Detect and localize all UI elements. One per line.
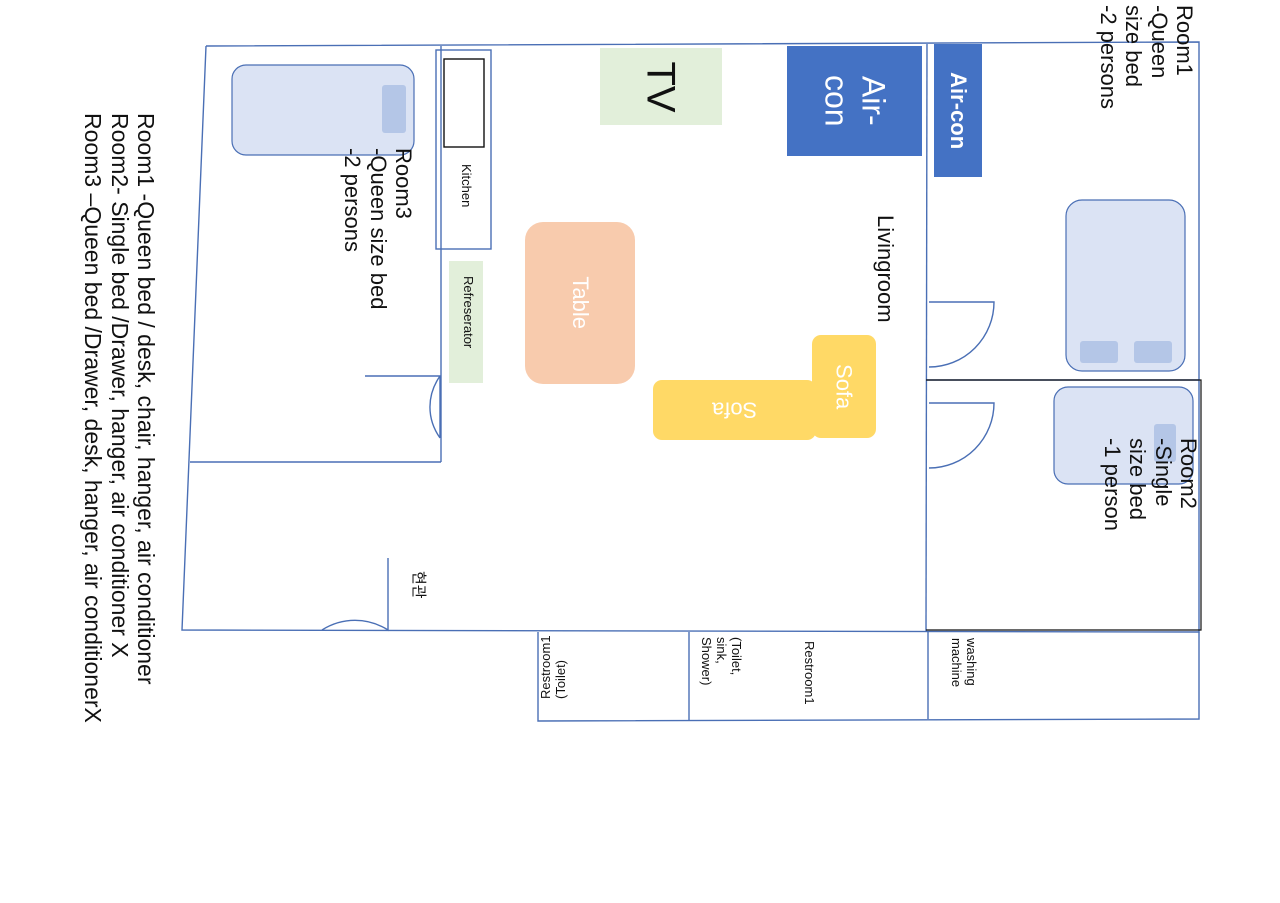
restroom-toilet-title: Restroom1 xyxy=(538,635,553,699)
pillow-room2 xyxy=(1154,424,1176,462)
aircon-room1-text: Air-con xyxy=(945,71,971,149)
kitchen-sink xyxy=(443,58,485,148)
kitchen-counter xyxy=(435,49,492,250)
room1-capacity: -2 persons xyxy=(1096,5,1122,109)
bed-room1 xyxy=(1065,199,1186,372)
aircon-living-label: Air- con xyxy=(787,46,922,156)
bed-room3 xyxy=(231,64,415,156)
restroom-full-detail-2: sink, xyxy=(714,637,730,664)
door-room1 xyxy=(928,301,995,368)
sofa-long xyxy=(653,380,816,440)
restroom-toilet-label: Restroom1 (Toilet) xyxy=(538,631,583,699)
room2-bed-size: size bed xyxy=(1125,438,1151,520)
aircon-living-text-2: con xyxy=(818,75,855,127)
entrance-label: 현관 xyxy=(410,571,427,599)
pillow-room3 xyxy=(382,85,406,133)
pillow-room1-a xyxy=(1080,341,1118,363)
legend-room1: Room1 -Queen bed / desk, chair, hanger, … xyxy=(133,113,159,685)
room3-bed-type: -Queen size bed xyxy=(365,148,391,310)
sofa-short-label: Sofa xyxy=(812,335,876,438)
room3-title: Room3 xyxy=(391,148,416,219)
legend: Room1 -Queen bed / desk, chair, hanger, … xyxy=(63,113,159,903)
aircon-room1 xyxy=(934,44,982,177)
restroom-block xyxy=(537,632,1200,722)
wall-bedrooms-left xyxy=(925,43,928,633)
aircon-room1-label: Air-con xyxy=(934,44,982,177)
room3-label: Room3 -Queen size bed -2 persons xyxy=(326,148,416,378)
room2-bed-type: -Single xyxy=(1150,438,1176,507)
sofa-long-label: Sofa xyxy=(653,380,816,440)
restroom-full-detail-3: Shower) xyxy=(699,637,715,686)
legend-room3: Room3 –Queen bed /Drawer, desk, hanger, … xyxy=(80,113,107,723)
restroom-toilet-detail: (Toilet) xyxy=(552,659,568,699)
washing-text-2: machine xyxy=(949,638,965,688)
livingroom-label: Livingroom xyxy=(873,215,898,323)
washing-machine-label: washing machine xyxy=(942,638,979,710)
room1-bed-size: size bed xyxy=(1121,5,1147,87)
table-label: Table xyxy=(525,222,635,384)
room1-bed-type: -Queen xyxy=(1146,5,1172,79)
door-room2 xyxy=(928,402,995,469)
room2-capacity: -1 person xyxy=(1100,438,1126,531)
legend-room2: Room2- Single bed /Drawer, hanger, air c… xyxy=(106,113,133,658)
room3-capacity: -2 persons xyxy=(340,148,366,252)
refrigerator xyxy=(449,261,483,383)
room2-title: Room2 xyxy=(1176,438,1201,509)
room2-label: Room2 -Single size bed -1 person xyxy=(1071,438,1201,698)
restroom-full-detail: (Toilet, sink, Shower) xyxy=(689,637,744,705)
pillow-room1-b xyxy=(1134,341,1172,363)
table xyxy=(525,222,635,384)
table-text: Table xyxy=(567,276,593,330)
room1-label: Room1 -Queen size bed -2 persons xyxy=(1067,5,1197,265)
tv xyxy=(600,48,722,125)
kitchen-label: Kitchen xyxy=(459,164,474,208)
door-room3 xyxy=(365,375,442,439)
room2-frame xyxy=(926,379,1202,631)
restroom-full-title: Restroom1 xyxy=(802,641,817,705)
room1-title: Room1 xyxy=(1172,5,1197,76)
restroom-full-detail-1: (Toilet, xyxy=(729,637,744,676)
aircon-living-text-1: Air- xyxy=(855,76,892,126)
sofa-short-text: Sofa xyxy=(831,363,857,410)
washing-text-1: washing xyxy=(964,638,979,686)
tv-text: TV xyxy=(639,60,683,113)
aircon-living xyxy=(787,46,922,156)
tv-label: TV xyxy=(600,48,722,125)
door-entrance xyxy=(321,558,389,632)
sofa-short xyxy=(812,335,876,438)
sofa-long-text: Sofa xyxy=(711,397,758,423)
refrigerator-label: Refreserator xyxy=(461,276,476,349)
